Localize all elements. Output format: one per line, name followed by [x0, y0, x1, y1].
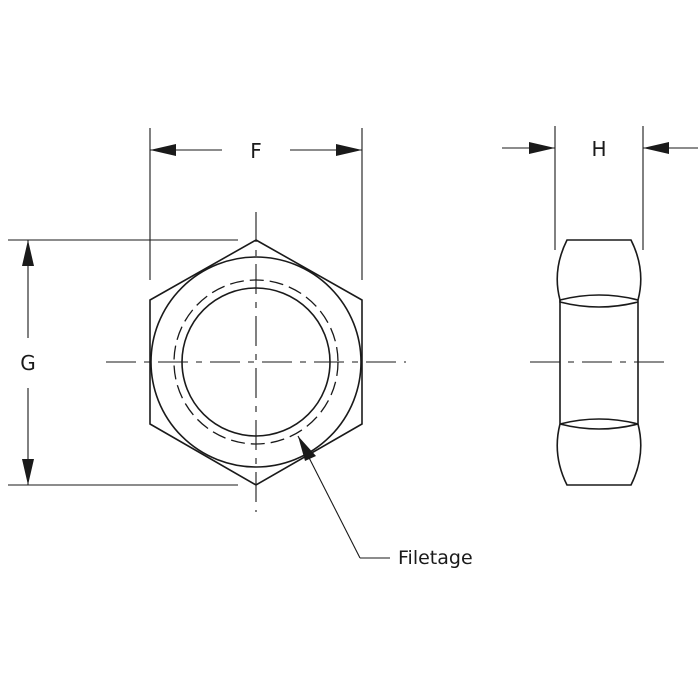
- face-edge-bottom: [559, 418, 639, 425]
- thread-callout: Filetage: [297, 435, 473, 569]
- label-f: F: [250, 139, 262, 163]
- label-filetage: Filetage: [398, 547, 473, 569]
- dimension-f: F: [149, 128, 363, 280]
- arrowhead-h-left: [529, 142, 555, 154]
- dimension-g: G: [8, 239, 238, 486]
- arrowhead-g-top: [22, 240, 34, 266]
- face-edge-top: [559, 294, 639, 301]
- label-g: G: [20, 351, 36, 375]
- arrowhead-g-bottom: [22, 459, 34, 485]
- front-view: [106, 212, 406, 512]
- arrowhead-h-right: [643, 142, 669, 154]
- bearing-face-circle: [150, 256, 362, 468]
- side-outline: [556, 239, 642, 486]
- arrowhead-f-right: [336, 144, 362, 156]
- label-h: H: [591, 137, 606, 161]
- arrowhead-f-left: [150, 144, 176, 156]
- face-edge-top-lower: [559, 300, 639, 308]
- bore-circle: [181, 287, 331, 437]
- face-edge-bottom-lower: [559, 423, 639, 430]
- leader-arrowhead: [298, 436, 316, 461]
- dimension-h: H: [502, 126, 698, 250]
- side-view: [530, 239, 672, 486]
